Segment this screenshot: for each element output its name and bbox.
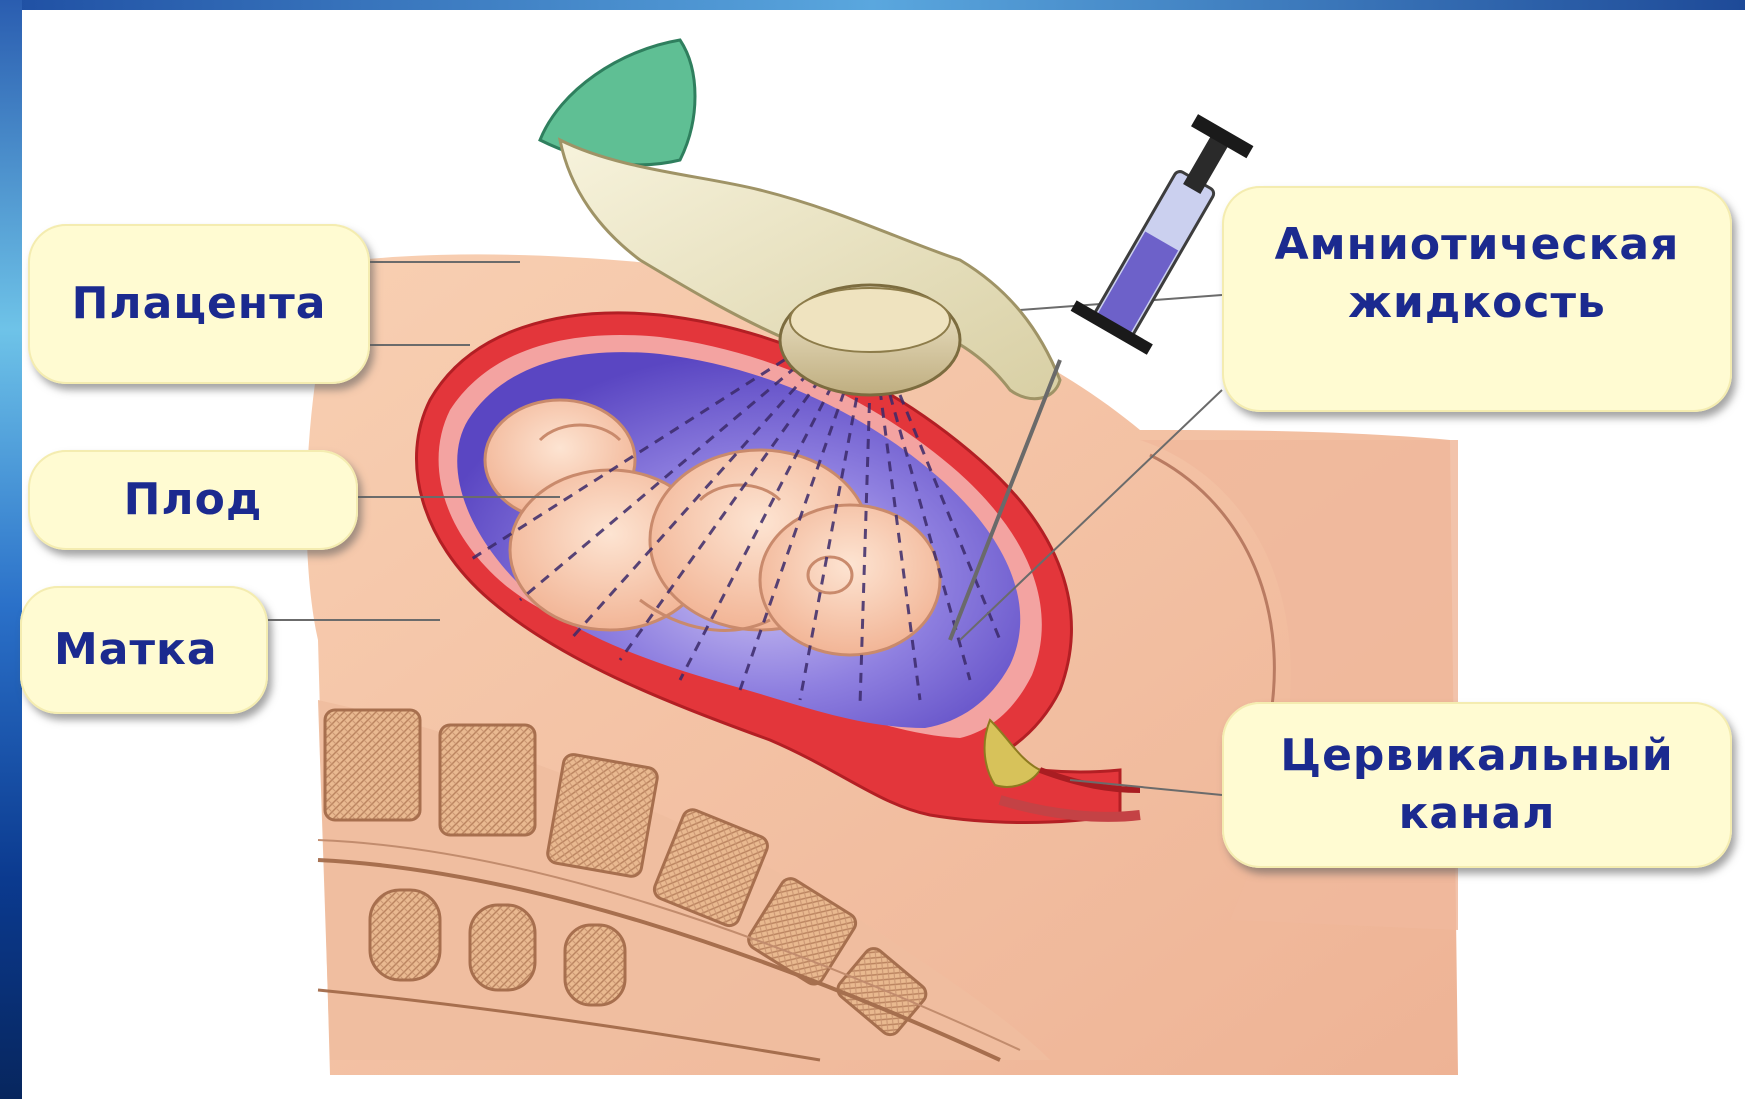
label-cervical-canal: Цервикальный канал	[1222, 702, 1732, 868]
label-fetus: Плод	[28, 450, 358, 550]
label-amniotic-fluid-line2: жидкость	[1348, 274, 1606, 332]
label-placenta-text: Плацента	[72, 275, 327, 333]
vertebra	[370, 890, 440, 980]
label-cervical-canal-line1: Цервикальный	[1280, 727, 1673, 785]
label-amniotic-fluid: Амниотическая жидкость	[1222, 186, 1732, 412]
label-fetus-text: Плод	[124, 471, 263, 529]
vertebra	[325, 710, 420, 820]
label-cervical-canal-line2: канал	[1399, 785, 1556, 843]
label-uterus: Матка	[20, 586, 268, 714]
vertebra	[546, 753, 659, 878]
label-uterus-text: Матка	[54, 621, 218, 679]
vertebra	[565, 925, 625, 1005]
vertebra	[440, 725, 535, 835]
vertebra	[470, 905, 535, 990]
label-amniotic-fluid-line1: Амниотическая	[1275, 216, 1680, 274]
label-placenta: Плацента	[28, 224, 370, 384]
